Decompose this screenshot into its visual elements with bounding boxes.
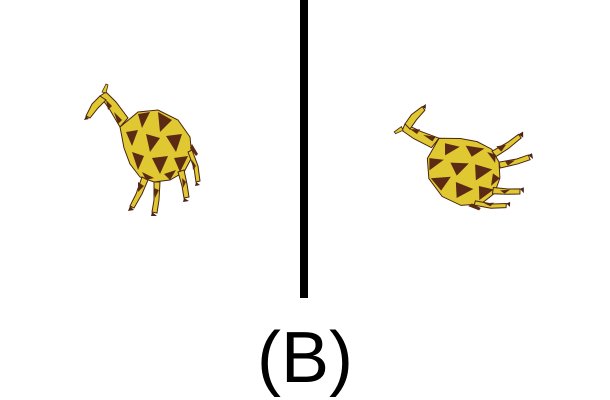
giraffe-icon — [389, 86, 542, 225]
vertical-divider — [300, 0, 308, 298]
giraffe-icon — [83, 83, 201, 217]
figure-caption: (B) — [257, 318, 353, 398]
left-panel — [0, 0, 300, 300]
right-panel — [308, 0, 610, 300]
